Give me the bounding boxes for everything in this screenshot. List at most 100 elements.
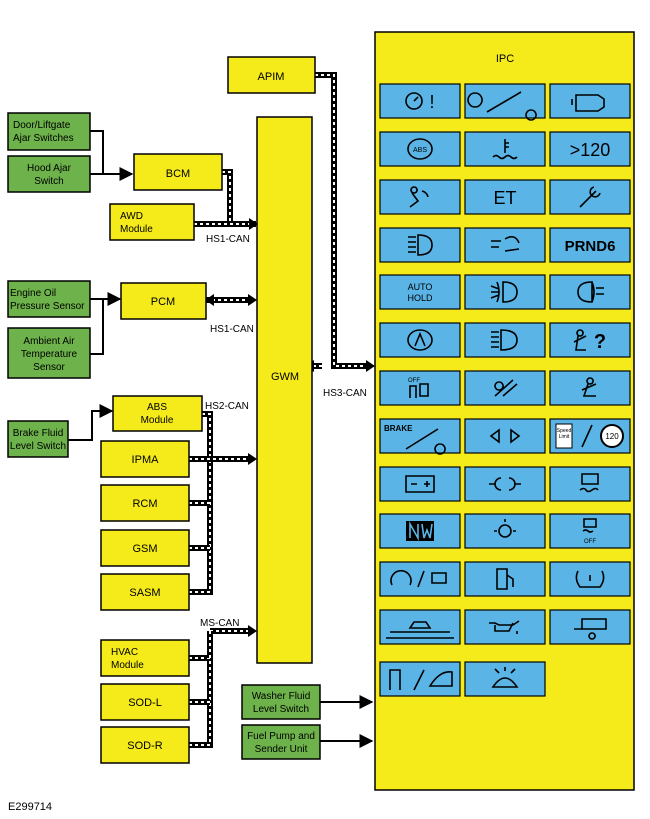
- icon-tile-r9c2: [464, 466, 546, 502]
- icon-tile-r3c2: ET: [464, 179, 546, 215]
- fuel-icon: [496, 568, 514, 590]
- svg-text:!: !: [429, 92, 434, 112]
- brakefluid-label-2: Level Switch: [10, 441, 66, 452]
- hvac-label-1: HVAC: [111, 647, 138, 658]
- figure-id: E299714: [8, 801, 52, 813]
- seatbelt-icon: [581, 377, 597, 397]
- auto-hold-text-1: AUTO: [408, 282, 433, 292]
- hs1-mid-label: HS1-CAN: [210, 324, 254, 335]
- speed-limit-text-1: Speed: [557, 428, 572, 434]
- trailer-icon: [574, 618, 607, 640]
- ms-label: MS-CAN: [200, 618, 239, 629]
- oil-label-2: Pressure Sensor: [10, 301, 85, 312]
- icon-tile-r4c3: PRND6: [549, 227, 631, 263]
- bulb-failure-icon: [494, 519, 516, 538]
- pcm-module: PCM: [120, 282, 207, 320]
- icon-tile-r11c1: [379, 561, 461, 597]
- hs3-label: HS3-CAN: [323, 388, 367, 399]
- front-fog-icon: [490, 281, 518, 303]
- abs-icon: [407, 138, 433, 160]
- brake-text: BRAKE: [384, 424, 413, 433]
- door-label-2: Ajar Switches: [13, 133, 74, 144]
- icon-tile-r12c1: [379, 609, 461, 645]
- turn-signal-icon: [489, 428, 521, 444]
- icon-tile-r9c3: [549, 466, 631, 502]
- hood-label-2: Switch: [34, 176, 63, 187]
- sasm-module: SASM: [100, 573, 190, 611]
- icon-tile-r8c2: [464, 418, 546, 454]
- icon-tile-r7c1: OFF: [379, 370, 461, 406]
- airbag-icon: [409, 186, 429, 208]
- icon-tile-r4c2: [464, 227, 546, 263]
- door-fuel-icon: [389, 669, 453, 691]
- brake-warning-icon: [405, 428, 446, 455]
- abs-module: ABS Module: [112, 395, 203, 432]
- icon-tile-r1c1: !: [379, 83, 461, 119]
- sodl-label: SOD-L: [128, 697, 162, 709]
- gsm-module: GSM: [100, 529, 190, 567]
- fuel-label-2: Sender Unit: [255, 744, 308, 755]
- hvac-label-2: Module: [111, 660, 144, 671]
- traction-off-icon: [582, 518, 597, 533]
- passenger-airbag-off-icon: [409, 383, 429, 398]
- icon-tile-r13c2: [464, 661, 546, 697]
- icon-tile-r6c2: [464, 322, 546, 358]
- washer-label-2: Level Switch: [253, 704, 309, 715]
- wire-brakefluid-abs: [68, 404, 114, 441]
- speed-over-120-text: >120: [570, 140, 611, 160]
- awd-label-1: AWD: [120, 211, 143, 222]
- seatbelt-query-icon: [573, 329, 587, 351]
- bcm-module: BCM: [133, 153, 223, 191]
- door-switch: Door/Liftgate Ajar Switches: [7, 112, 91, 151]
- washer-fluid-icon: [491, 667, 519, 688]
- bus-apim-ipc-dash: [315, 74, 368, 367]
- pre-collision-icon: [491, 235, 520, 252]
- bus-arrow-ipc: [366, 360, 375, 372]
- icon-tile-r10c3: OFF: [549, 513, 631, 549]
- high-beam-icon: [491, 329, 518, 351]
- bus-arrow-hs1: [249, 218, 258, 230]
- coolant-temp-icon: [492, 139, 518, 160]
- svg-text:ABS: ABS: [413, 147, 427, 154]
- hs2-label: HS2-CAN: [205, 401, 249, 412]
- auto-hold-text-2: HOLD: [407, 293, 433, 303]
- prnd6-text: PRND6: [565, 238, 616, 255]
- gsm-label: GSM: [132, 543, 157, 555]
- sodl-module: SOD-L: [100, 683, 190, 721]
- icon-tile-r2c1: ABS: [379, 131, 461, 167]
- wire-door-bcm: [90, 130, 132, 175]
- airbag-off-text: OFF: [408, 378, 420, 384]
- nw-icon: [406, 521, 434, 541]
- fuel-sender: Fuel Pump and Sender Unit: [241, 724, 321, 760]
- hvac-module: HVAC Module: [100, 639, 190, 677]
- fuel-label-1: Fuel Pump and: [247, 731, 315, 742]
- icon-tile-r3c3: [549, 179, 631, 215]
- abs-label-2: Module: [141, 415, 174, 426]
- awd-module: AWD Module: [109, 203, 195, 241]
- icon-tile-r8c1: BRAKE: [379, 418, 461, 455]
- gwm-module: GWM: [256, 116, 313, 664]
- speed-limit-120-text: 120: [605, 432, 619, 441]
- washer-switch: Washer Fluid Level Switch: [241, 684, 321, 720]
- modules: APIM BCM AWD Module PCM ABS Module IPMA …: [100, 56, 316, 764]
- speed-slash-icon: [581, 424, 593, 448]
- gwm-box: [256, 116, 313, 664]
- icon-tile-r5c3: [549, 274, 631, 310]
- icon-tile-r7c3: [549, 370, 631, 406]
- tire-pressure-icon: [575, 570, 605, 588]
- bus-arrow-hs2: [248, 453, 257, 465]
- icon-tile-r11c2: [464, 561, 546, 597]
- oil-pressure-icon: [489, 620, 520, 634]
- bus-arrow-pcm-r: [248, 294, 257, 306]
- speed-control-icon: [390, 569, 447, 588]
- abs-label-1: ABS: [147, 402, 167, 413]
- icon-tile-r6c1: [379, 322, 461, 358]
- icon-tile-r3c1: [379, 179, 461, 215]
- ipc-label: IPC: [496, 53, 514, 65]
- icon-tile-r5c2: [464, 274, 546, 310]
- icon-tile-r6c3: ?: [549, 322, 631, 358]
- icon-tile-r12c2: [464, 609, 546, 645]
